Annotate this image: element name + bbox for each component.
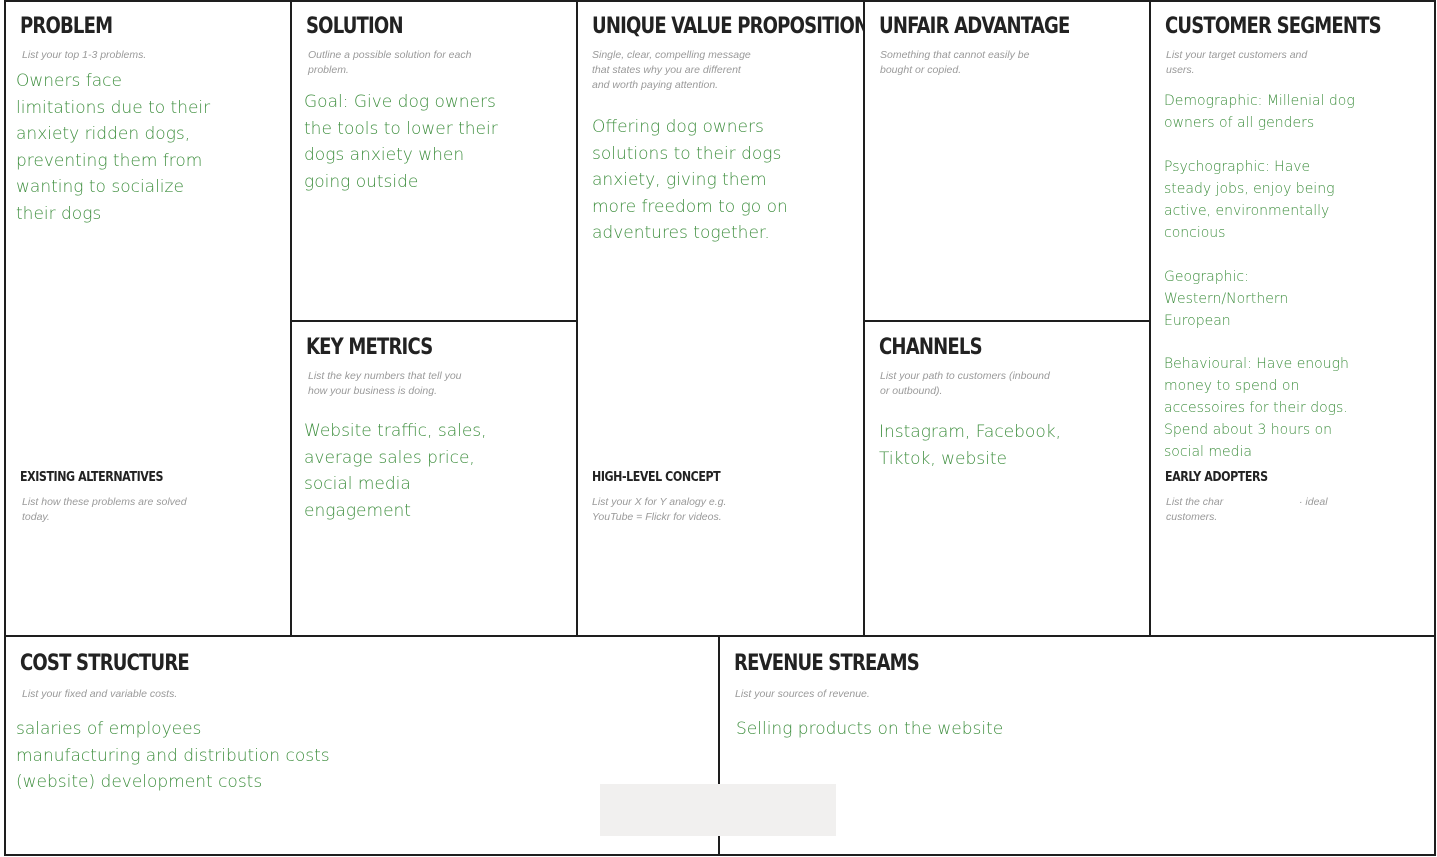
uvp-hint: Single, clear, compelling message that s… [592,49,751,91]
solution-title: SOLUTION [306,14,404,39]
segment-psychographic[interactable]: Psychographic: Have steady jobs, enjoy b… [1164,159,1335,241]
blank-sticky-overlay [600,784,836,836]
existing-alternatives-title: EXISTING ALTERNATIVES [20,470,164,485]
channels-title: CHANNELS [879,335,983,360]
cost-structure-hint: List your fixed and variable costs. [22,688,178,700]
unfair-advantage-title: UNFAIR ADVANTAGE [879,14,1070,39]
cost-structure-title: COST STRUCTURE [20,651,190,676]
solution-body[interactable]: Goal: Give dog owners the tools to lower… [304,92,498,192]
revenue-streams-cell[interactable]: REVENUE STREAMS List your sources of rev… [718,635,1436,856]
early-adopters-hint-b: · ideal [1299,496,1328,508]
existing-alternatives-hint: List how these problems are solved today… [22,496,187,523]
customer-segments-title: CUSTOMER SEGMENTS [1165,14,1382,39]
channels-body[interactable]: Instagram, Facebook, Tiktok, website [879,422,1061,469]
problem-title: PROBLEM [20,14,113,39]
key-metrics-hint: List the key numbers that tell you how y… [308,370,462,397]
early-adopters-hint-c: customers. [1166,511,1218,523]
solution-cell[interactable]: SOLUTION Outline a possible solution for… [290,0,578,322]
high-level-concept-title: HIGH-LEVEL CONCEPT [592,470,721,485]
cost-structure-cell[interactable]: COST STRUCTURE List your fixed and varia… [4,635,720,856]
revenue-streams-title: REVENUE STREAMS [734,651,920,676]
cost-structure-body[interactable]: salaries of employees manufacturing and … [16,719,330,792]
problem-cell[interactable]: PROBLEM List your top 1-3 problems. Owne… [4,0,292,637]
early-adopters-title: EARLY ADOPTERS [1165,470,1268,485]
uvp-title: UNIQUE VALUE PROPOSITION [592,14,865,39]
revenue-streams-body[interactable]: Selling products on the website [736,719,1004,739]
segment-demographic[interactable]: Demographic: Millenial dog owners of all… [1164,93,1355,131]
key-metrics-title: KEY METRICS [306,335,433,360]
channels-hint: List your path to customers (inbound or … [880,370,1050,397]
unfair-advantage-cell[interactable]: UNFAIR ADVANTAGE Something that cannot e… [863,0,1151,322]
key-metrics-cell[interactable]: KEY METRICS List the key numbers that te… [290,320,578,637]
early-adopters-hint-a: List the char [1166,496,1224,508]
solution-hint: Outline a possible solution for each pro… [308,49,472,76]
segment-behavioural[interactable]: Behavioural: Have enough money to spend … [1164,356,1349,460]
revenue-streams-hint: List your sources of revenue. [735,688,870,700]
problem-hint: List your top 1-3 problems. [22,49,147,61]
uvp-body[interactable]: Offering dog owners solutions to their d… [592,117,788,243]
high-level-concept-hint: List your X for Y analogy e.g. YouTube =… [592,496,727,523]
channels-cell[interactable]: CHANNELS List your path to customers (in… [863,320,1151,637]
uvp-cell[interactable]: UNIQUE VALUE PROPOSITION Single, clear, … [576,0,865,637]
customer-segments-cell[interactable]: CUSTOMER SEGMENTS List your target custo… [1149,0,1436,637]
customer-segments-hint: List your target customers and users. [1166,49,1308,76]
unfair-advantage-hint: Something that cannot easily be bought o… [880,49,1030,76]
segment-geographic[interactable]: Geographic: Western/Northern European [1164,269,1289,329]
key-metrics-body[interactable]: Website traffic, sales, average sales pr… [304,421,487,521]
problem-body[interactable]: Owners face limitations due to their anx… [16,71,211,224]
